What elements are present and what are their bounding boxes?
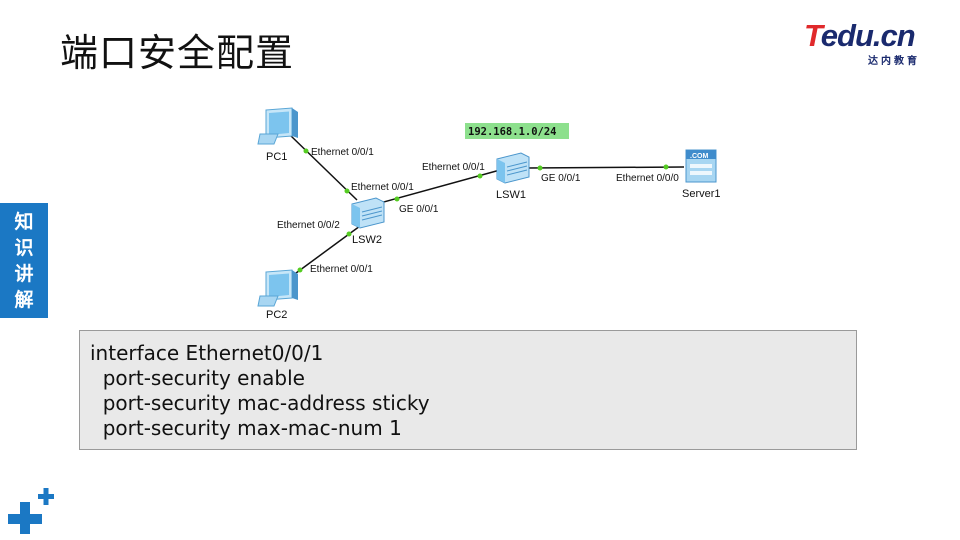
port-dot bbox=[297, 267, 303, 273]
port-label-lsw2-ge: GE 0/0/1 bbox=[399, 204, 439, 215]
port-dot bbox=[344, 188, 350, 194]
port-dot bbox=[303, 148, 309, 154]
server1-label: Server1 bbox=[682, 188, 721, 200]
port-label-lsw1-eth: Ethernet 0/0/1 bbox=[422, 162, 485, 173]
port-dot bbox=[346, 231, 352, 237]
port-label-pc2: Ethernet 0/0/1 bbox=[310, 264, 373, 275]
side-tab-char: 知 bbox=[14, 210, 34, 233]
network-topology: 192.168.1.0/24 PC1 PC2 LSW2 LSW1 bbox=[257, 107, 721, 321]
lsw1-label: LSW1 bbox=[496, 189, 526, 201]
port-label-lsw2-eth2: Ethernet 0/0/2 bbox=[277, 220, 340, 231]
port-label-lsw1-ge: GE 0/0/1 bbox=[541, 173, 581, 184]
subnet-label-bg bbox=[465, 123, 569, 139]
subnet-label: 192.168.1.0/24 bbox=[468, 126, 557, 138]
pc2-icon bbox=[257, 269, 298, 307]
pc1-icon bbox=[257, 107, 298, 145]
server1-icon: .COM bbox=[685, 149, 717, 183]
side-tab-char: 识 bbox=[14, 236, 34, 259]
port-label-lsw2-eth1: Ethernet 0/0/1 bbox=[351, 182, 414, 193]
config-line: port-security enable bbox=[90, 366, 305, 390]
link-lsw1-server1 bbox=[527, 166, 685, 169]
side-tab-char: 解 bbox=[14, 288, 34, 311]
config-code-box: interface Ethernet0/0/1 port-security en… bbox=[79, 330, 857, 450]
server-badge: .COM bbox=[690, 153, 708, 160]
config-line: port-security mac-address sticky bbox=[90, 391, 430, 415]
logo-wordmark: Tedu.cn bbox=[804, 18, 916, 54]
config-line: interface Ethernet0/0/1 bbox=[90, 341, 324, 365]
pc2-label: PC2 bbox=[266, 309, 287, 321]
port-dot bbox=[394, 196, 400, 202]
port-dot bbox=[477, 173, 483, 179]
side-tab-char: 讲 bbox=[14, 262, 34, 285]
port-label-server: Ethernet 0/0/0 bbox=[616, 173, 679, 184]
logo-t: T bbox=[804, 18, 822, 53]
config-line: port-security max-mac-num 1 bbox=[90, 416, 402, 440]
port-dot bbox=[537, 165, 543, 171]
port-label-pc1: Ethernet 0/0/1 bbox=[311, 147, 374, 158]
logo-rest: edu.cn bbox=[820, 18, 916, 53]
pc1-label: PC1 bbox=[266, 151, 287, 163]
plus-decoration-icon bbox=[8, 488, 54, 534]
tedu-logo: Tedu.cn 达内教育 bbox=[800, 18, 940, 68]
lsw1-switch-icon bbox=[496, 152, 530, 184]
lsw2-switch-icon bbox=[351, 197, 385, 229]
side-tab-knowledge: 知 识 讲 解 bbox=[0, 203, 48, 318]
page-title: 端口安全配置 bbox=[60, 31, 295, 75]
logo-subtitle: 达内教育 bbox=[868, 56, 920, 67]
lsw2-label: LSW2 bbox=[352, 234, 382, 246]
port-dot bbox=[663, 164, 669, 170]
